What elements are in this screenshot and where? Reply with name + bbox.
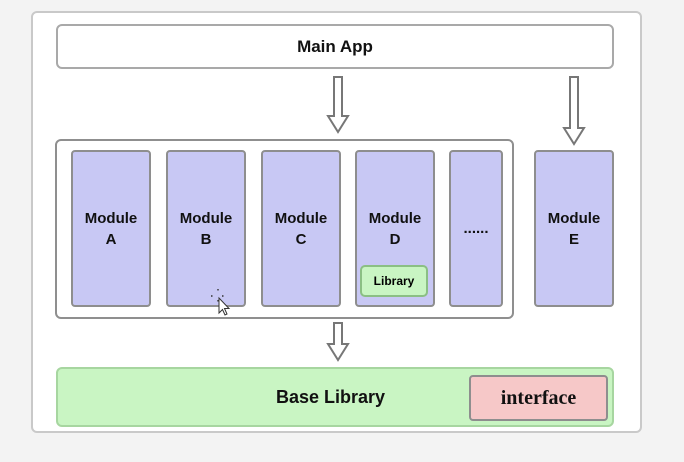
module-label: Module bbox=[547, 209, 601, 227]
module-c: Module C bbox=[261, 150, 341, 307]
module-id: D bbox=[389, 230, 401, 248]
module-more: ...... bbox=[449, 150, 503, 307]
arrow-main-to-module-e-icon bbox=[562, 76, 586, 146]
module-id: B bbox=[200, 230, 212, 248]
module-d-library-label: Library bbox=[373, 274, 415, 288]
module-id: E bbox=[568, 230, 579, 248]
module-b: Module B bbox=[166, 150, 246, 307]
main-app-box: Main App bbox=[56, 24, 614, 69]
module-id: A bbox=[105, 230, 117, 248]
module-d-library: Library bbox=[360, 265, 428, 297]
module-label: Module bbox=[274, 209, 328, 227]
module-ellipsis: ...... bbox=[463, 220, 489, 237]
base-library-label: Base Library bbox=[276, 386, 386, 407]
arrow-modules-to-base-icon bbox=[326, 322, 350, 362]
module-label: Module bbox=[179, 209, 233, 227]
module-e: Module E bbox=[534, 150, 614, 307]
module-a: Module A bbox=[71, 150, 151, 307]
main-app-label: Main App bbox=[297, 36, 373, 56]
module-label: Module bbox=[368, 209, 422, 227]
cursor-icon bbox=[211, 289, 231, 316]
interface-label: interface bbox=[500, 386, 577, 409]
module-id: C bbox=[295, 230, 307, 248]
interface-box: interface bbox=[469, 375, 608, 421]
module-label: Module bbox=[84, 209, 138, 227]
arrow-main-to-modules-icon bbox=[326, 76, 350, 134]
